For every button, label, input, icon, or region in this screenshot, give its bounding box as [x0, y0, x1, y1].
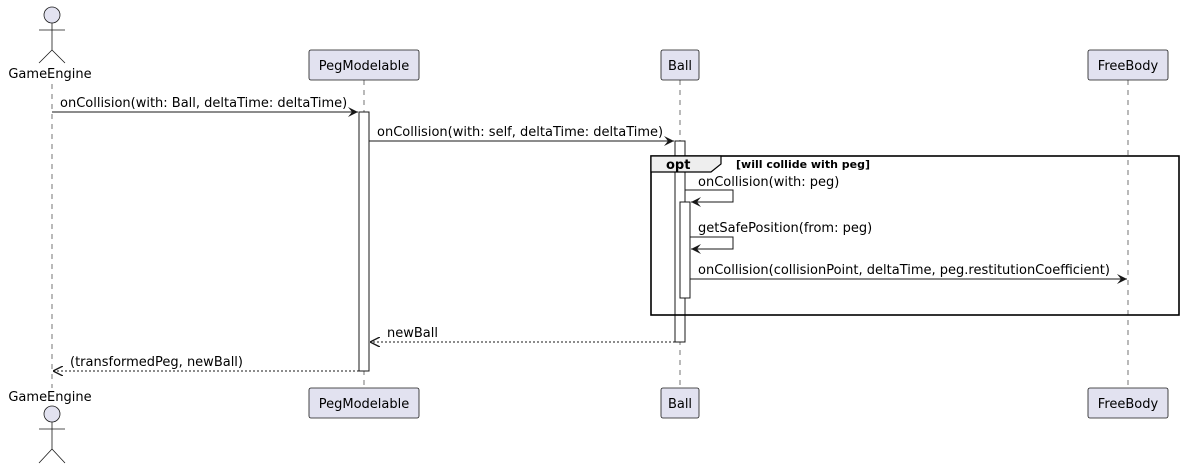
message-3: onCollision(with: peg)	[685, 175, 839, 207]
message-1: onCollision(with: Ball, deltaTime: delta…	[52, 96, 358, 117]
participant-ball-top: Ball	[660, 49, 700, 81]
participant-label-game-engine-bottom: GameEngine	[8, 390, 91, 405]
actor-leg-left	[38, 49, 53, 64]
opt-frame	[650, 155, 1180, 316]
message-3-arrow	[685, 189, 734, 207]
participant-box	[1087, 49, 1169, 81]
message-5: onCollision(collisionPoint, deltaTime, p…	[690, 263, 1127, 284]
message-4-arrow	[690, 236, 734, 254]
opt-tab	[650, 155, 722, 173]
opt-fragment: opt [will collide with peg]	[650, 155, 1180, 316]
message-5-label: onCollision(collisionPoint, deltaTime, p…	[698, 263, 1110, 278]
participant-box	[660, 387, 700, 419]
opt-keyword: opt	[666, 158, 690, 173]
participant-box	[660, 49, 700, 81]
actor-head	[43, 6, 61, 24]
participant-box	[308, 49, 420, 81]
actor-game-engine-bottom: GameEngine	[8, 390, 92, 464]
participant-box	[308, 387, 420, 419]
participant-label-free-body: FreeBody	[1098, 59, 1159, 74]
message-2-label: onCollision(with: self, deltaTime: delta…	[377, 125, 663, 140]
message-2: onCollision(with: self, deltaTime: delta…	[369, 125, 674, 146]
message-4: getSafePosition(from: peg)	[690, 221, 872, 254]
message-6-label: newBall	[387, 326, 438, 341]
participant-peg-modelable-bottom: PegModelable	[308, 387, 420, 419]
actor-leg-right	[51, 49, 66, 64]
participant-label-ball: Ball	[668, 59, 692, 74]
message-7-label: (transformedPeg, newBall)	[70, 355, 243, 370]
activation-ball-nested	[679, 201, 691, 299]
message-7: (transformedPeg, newBall)	[53, 355, 359, 371]
message-3-label: onCollision(with: peg)	[698, 175, 839, 190]
participant-label-peg-modelable: PegModelable	[319, 59, 410, 74]
participant-free-body-bottom: FreeBody	[1087, 387, 1169, 419]
participant-label-game-engine: GameEngine	[8, 67, 91, 82]
message-1-label: onCollision(with: Ball, deltaTime: delta…	[60, 96, 347, 111]
actor-leg-right	[51, 448, 66, 464]
participant-label-free-body-bottom: FreeBody	[1098, 397, 1159, 412]
opt-guard: [will collide with peg]	[736, 158, 870, 171]
activation-peg-modelable	[358, 111, 370, 372]
participant-label-ball-bottom: Ball	[668, 397, 692, 412]
actor-head	[43, 405, 61, 423]
actor-game-engine-top: GameEngine	[8, 6, 92, 82]
participant-free-body-top: FreeBody	[1087, 49, 1169, 81]
participant-box	[1087, 387, 1169, 419]
message-6: newBall	[370, 326, 675, 342]
participant-ball-bottom: Ball	[660, 387, 700, 419]
participant-label-peg-modelable-bottom: PegModelable	[319, 397, 410, 412]
message-4-label: getSafePosition(from: peg)	[698, 221, 872, 236]
participant-peg-modelable-top: PegModelable	[308, 49, 420, 81]
actor-leg-left	[38, 448, 53, 464]
